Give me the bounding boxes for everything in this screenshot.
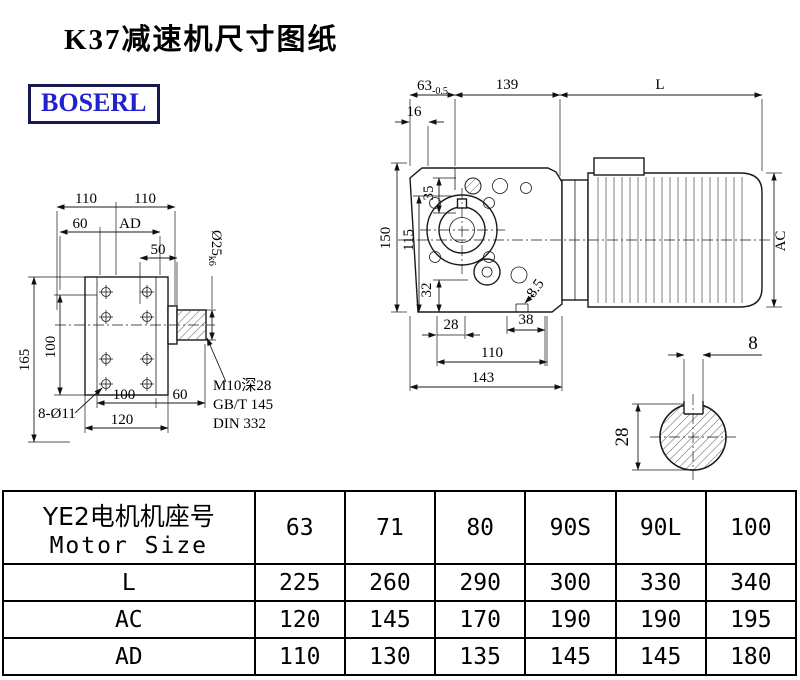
dim-16-label: 16 [407,104,423,120]
shaft-cross-section: 8 28 [612,333,762,480]
motor-size-label-en: Motor Size [49,532,209,559]
motor-size-label-cn: YE2电机机座号 [42,501,215,531]
AD-value: 145 [524,637,617,676]
front-view-dimensions [391,92,782,391]
motor-size-80: 80 [434,490,527,565]
top-hole-2 [520,182,532,194]
top-hole-1 [492,178,508,194]
row-label-AD: AD [2,637,256,676]
AD-value: 180 [704,637,798,676]
dim-143-label: 143 [472,370,495,386]
motor-size-71: 71 [343,490,437,565]
AC-value: 190 [614,600,707,639]
brand-logo: BOSERL [28,84,160,124]
motor-size-header-cell: YE2电机机座号 Motor Size [2,490,256,565]
L-value: 300 [524,563,617,602]
motor-dimension-table: YE2电机机座号 Motor Size 63 71 80 90S 90L 100… [2,490,798,676]
dim-50-label: 50 [151,242,166,258]
AD-value: 135 [434,637,527,676]
dim-150-label: 150 [378,227,394,250]
keyway-outline [683,401,704,415]
dim-60-bottom-label: 60 [173,387,188,403]
lower-hole [481,266,493,278]
row-label-L: L [2,563,256,602]
left-side-view: 110 110 60 AD 50 Ø25k6 165 100 100 60 12… [17,191,273,443]
L-value: 225 [253,563,346,602]
dim-110-right-label: 110 [134,191,156,207]
L-value: 260 [343,563,437,602]
lower-boss [473,258,501,286]
mounting-bolt-holes [99,285,154,391]
table-row-L: L 225 260 290 300 330 340 [2,563,798,602]
top-plug [464,177,482,195]
dim-165-label: 165 [17,349,33,372]
AD-value: 145 [614,637,707,676]
dim-AC-label: AC [773,231,789,252]
dimension-drawing: 110 110 60 AD 50 Ø25k6 165 100 100 60 12… [17,77,789,480]
flange-lines [96,277,157,395]
gearbox-body-side [84,276,169,396]
dim-28-label: 28 [444,317,459,333]
dim-35-label: 35 [421,186,437,201]
AC-value: 120 [253,600,346,639]
bolt-holes-note: 8-Ø11 [38,406,76,422]
dim-110-label: 110 [481,345,503,361]
dim-115-label: 115 [401,229,417,251]
dim-139-label: 139 [496,77,519,93]
lower-small-hole [510,266,528,284]
motor-size-100: 100 [704,490,798,565]
dim-38-label: 38 [519,312,534,328]
dim-60-label: 60 [73,216,88,232]
AC-value: 190 [524,600,617,639]
motor-size-90L: 90L [614,490,707,565]
left-view-dimensions [28,202,227,443]
dim-100-bottom-label: 100 [113,387,136,403]
flange-bolt-holes [429,197,495,263]
page-title: K37减速机尺寸图纸 [64,24,339,56]
keyway-clear [684,403,703,414]
shaft-section-dimensions [632,352,762,471]
tap-note-1: M10深28 [213,377,271,394]
L-value: 340 [704,563,798,602]
L-value: 290 [434,563,527,602]
shaft-diameter-label: Ø25k6 [206,230,224,266]
dim-63-label: 63-0.5 [417,78,448,97]
motor-size-90S: 90S [524,490,617,565]
dim-110-left-label: 110 [75,191,97,207]
table-row-AC: AC 120 145 170 190 190 195 [2,600,798,639]
section-centerlines [650,394,736,480]
bottom-slot [515,303,529,312]
front-view: 63-0.5 139 L 16 150 115 35 32 AC 28 38 8… [378,77,789,391]
shaft-dia-label: 28 [612,428,633,447]
AD-value: 130 [343,637,437,676]
dim-100-left-label: 100 [43,336,59,359]
row-label-AC: AC [2,600,256,639]
terminal-box [593,157,645,176]
keyway-width-label: 8 [748,333,758,354]
tap-note-2: GB/T 145 [213,397,273,413]
AD-value: 110 [253,637,346,676]
dim-L-label: L [655,77,664,93]
tap-note-3: DIN 332 [213,416,266,432]
dim-32-label: 32 [419,283,435,298]
motor-size-63: 63 [253,490,346,565]
AC-value: 195 [704,600,798,639]
AC-value: 170 [434,600,527,639]
table-header-row: YE2电机机座号 Motor Size 63 71 80 90S 90L 100 [2,490,798,565]
table-row-AD: AD 110 130 135 145 145 180 [2,637,798,676]
bore-centerlines [420,188,505,274]
L-value: 330 [614,563,707,602]
AC-value: 145 [343,600,437,639]
dim-ad-label: AD [119,216,141,232]
dim-120-label: 120 [111,412,134,428]
